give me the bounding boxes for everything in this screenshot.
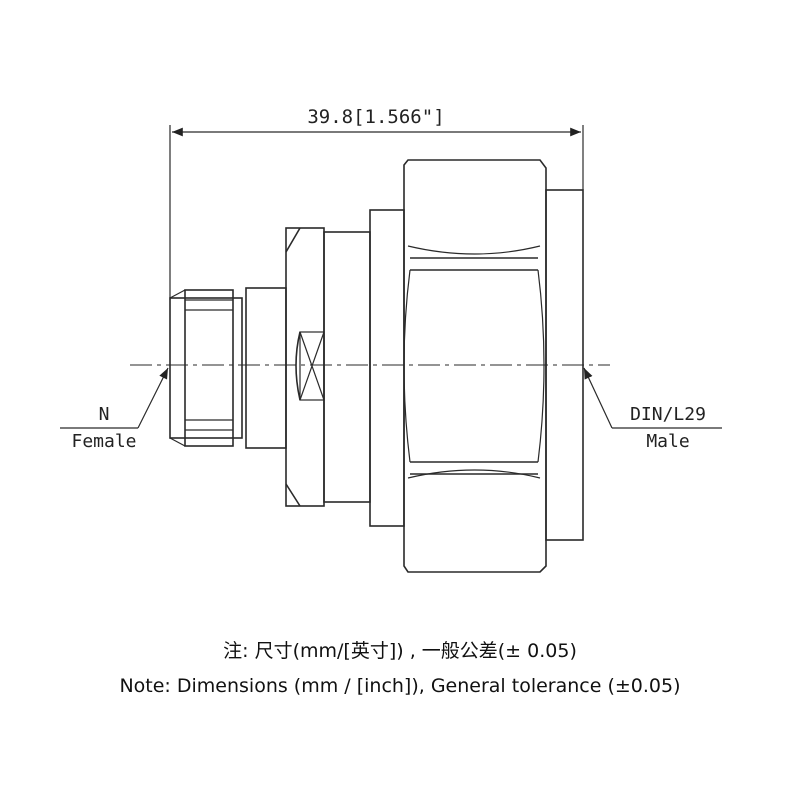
right-port-gender: Male	[646, 431, 689, 452]
note-chinese: 注: 尺寸(mm/[英寸]) , 一般公差(± 0.05)	[223, 640, 577, 662]
right-label: DIN/L29 Male	[583, 367, 722, 452]
right-port-type: DIN/L29	[630, 404, 706, 425]
n-female-port	[169, 289, 243, 447]
dimension-label: 39.8[1.566"]	[307, 106, 444, 128]
left-label: N Female	[60, 367, 169, 452]
connector-drawing: 39.8[1.566"]	[60, 106, 722, 573]
note-english: Note: Dimensions (mm / [inch]), General …	[119, 675, 681, 697]
din-male-end	[545, 189, 584, 541]
left-port-type: N	[99, 404, 110, 425]
overall-dimension: 39.8[1.566"]	[169, 106, 584, 300]
middle-body	[245, 209, 405, 527]
hex-nut	[403, 159, 547, 573]
left-port-gender: Female	[71, 431, 136, 452]
